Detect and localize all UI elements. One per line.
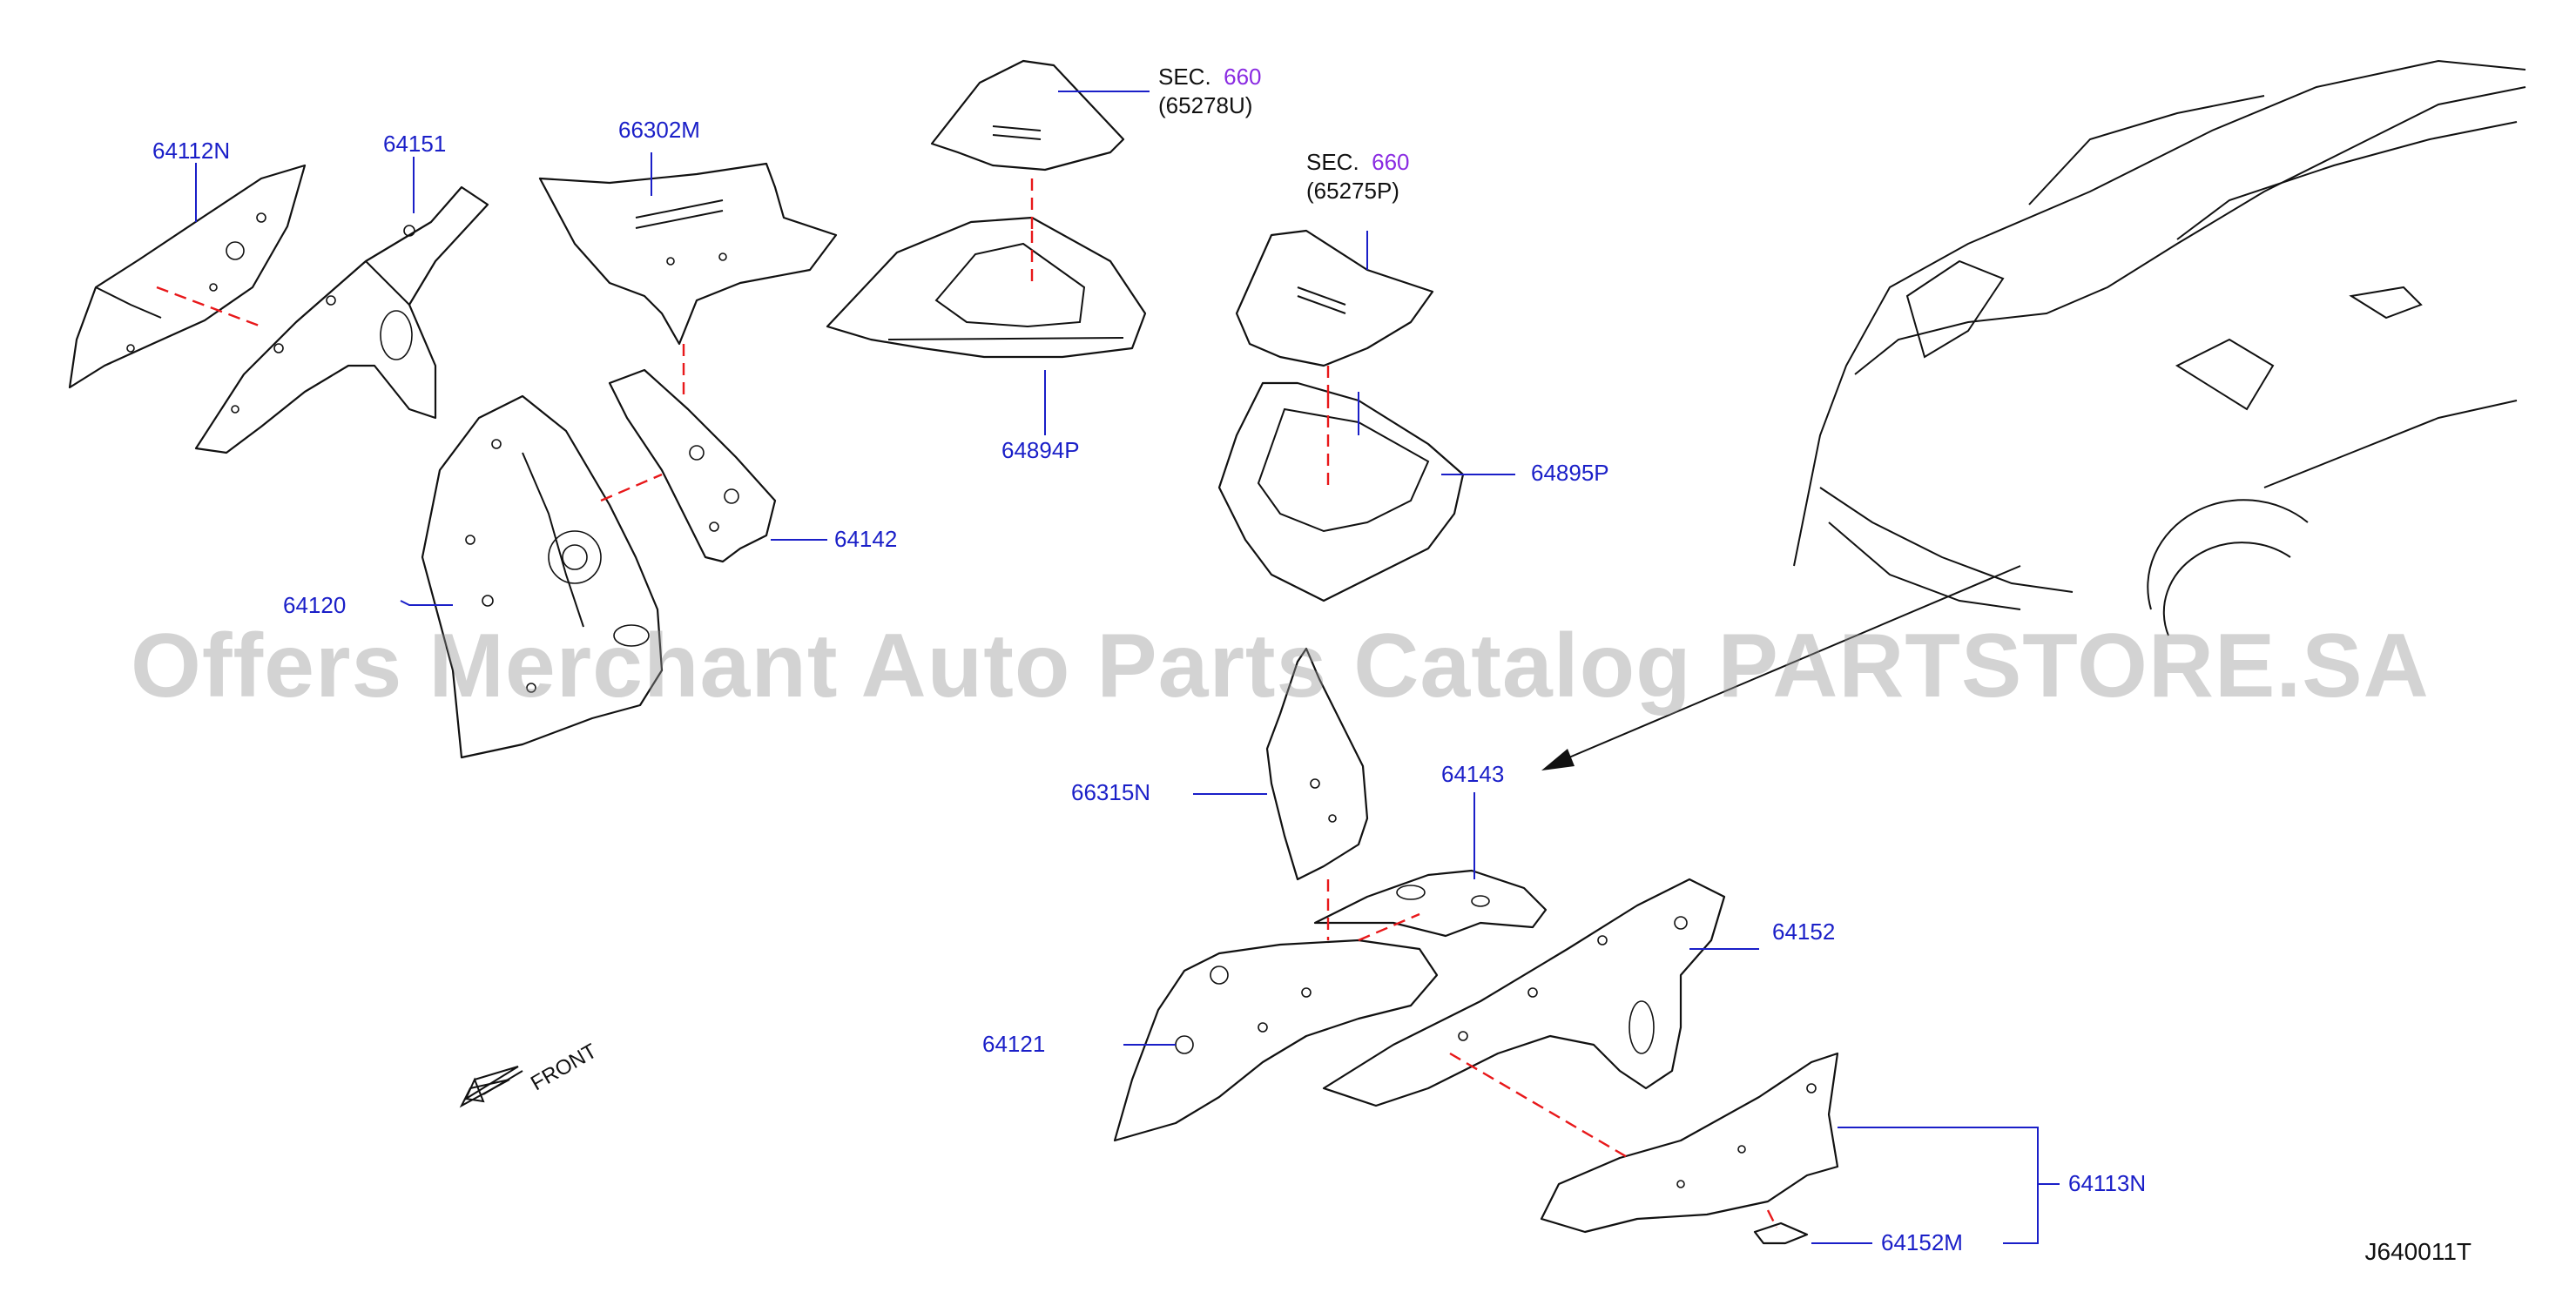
label-64143[interactable]: 64143: [1441, 761, 1505, 787]
locator-arrow: [1541, 565, 2021, 770]
front-arrow-icon: [459, 1066, 523, 1108]
part-64152m-bracket[interactable]: [1753, 1221, 1809, 1245]
part-sec660-cover-65278u[interactable]: [930, 59, 1125, 172]
label-64121[interactable]: 64121: [982, 1031, 1046, 1057]
sec-number[interactable]: 660: [1372, 149, 1410, 175]
diagram-code: J640011T: [2364, 1238, 2471, 1265]
label-64151[interactable]: 64151: [383, 131, 447, 157]
part-64142-bracket[interactable]: [608, 368, 777, 563]
label-64112n[interactable]: 64112N: [152, 138, 231, 164]
label-64152[interactable]: 64152: [1772, 919, 1836, 945]
label-66302m[interactable]: 66302M: [618, 117, 700, 143]
label-64895p[interactable]: 64895P: [1531, 460, 1609, 486]
label-64894p[interactable]: 64894P: [1001, 437, 1080, 463]
vehicle-locator-drawing: [1793, 59, 2526, 636]
sec-prefix: SEC.: [1306, 149, 1359, 175]
sec-ref-65275p[interactable]: SEC. 660 (65275P): [1306, 148, 1410, 205]
leader-lines: [195, 91, 2060, 1244]
part-64112n-panel[interactable]: [68, 164, 307, 389]
part-64895p-cowl-frame[interactable]: [1217, 381, 1465, 602]
label-66315n[interactable]: 66315N: [1071, 779, 1151, 805]
label-64120[interactable]: 64120: [283, 592, 347, 618]
part-sec660-cover-65275p[interactable]: [1235, 229, 1434, 367]
sec-code: (65278U): [1158, 91, 1253, 118]
label-64142[interactable]: 64142: [834, 526, 898, 552]
sec-ref-65278u[interactable]: SEC. 660 (65278U): [1158, 63, 1262, 119]
sec-prefix: SEC.: [1158, 64, 1211, 90]
part-66315n-panel[interactable]: [1265, 647, 1369, 881]
part-64113n-panel[interactable]: [1540, 1052, 1839, 1234]
part-64121-strut-housing[interactable]: [1113, 939, 1439, 1142]
part-64152-member[interactable]: [1322, 878, 1726, 1107]
label-64152m[interactable]: 64152M: [1881, 1229, 1963, 1255]
assembly-dashed-lines: [156, 178, 1778, 1228]
watermark-text: Offers Merchant Auto Parts Catalog PARTS…: [131, 616, 2430, 717]
part-66302m-dash-panel[interactable]: [538, 162, 838, 346]
sec-code: (65275P): [1306, 177, 1399, 204]
sec-number[interactable]: 660: [1224, 64, 1262, 90]
label-64113n[interactable]: 64113N: [2068, 1170, 2147, 1196]
part-64151-member[interactable]: [194, 185, 489, 454]
part-64120-strut-housing[interactable]: [421, 394, 664, 759]
part-64894p-cowl-frame[interactable]: [826, 216, 1147, 359]
part-64143-bracket[interactable]: [1313, 869, 1548, 938]
